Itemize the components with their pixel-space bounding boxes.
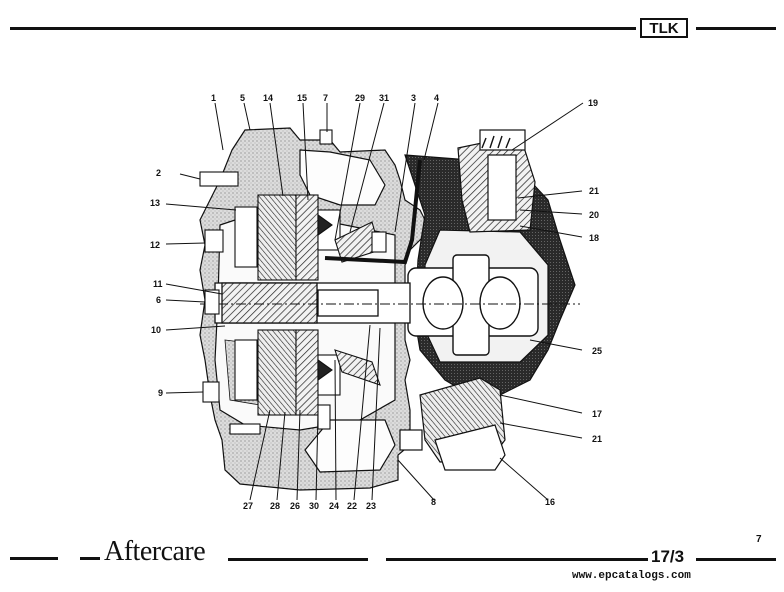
brand-wordmark: Aftercare xyxy=(104,536,206,567)
callout-9: 9 xyxy=(158,388,164,398)
footer-rule-far-right xyxy=(696,558,776,561)
callout-19: 19 xyxy=(588,98,599,108)
brand-logo: TLK xyxy=(640,18,688,38)
seal-line xyxy=(324,159,422,265)
callout-4: 4 xyxy=(434,93,440,103)
page-number: 17/3 xyxy=(651,547,685,566)
callout-15: 15 xyxy=(297,93,308,103)
callout-21-upper: 21 xyxy=(589,186,600,196)
callout-26: 26 xyxy=(290,501,301,511)
footer-rule-left-b xyxy=(80,557,100,560)
watermark: www.epcatalogs.com xyxy=(572,570,691,582)
callout-6: 6 xyxy=(156,295,162,305)
callout-21-lower: 21 xyxy=(592,434,603,444)
callout-28: 28 xyxy=(270,501,281,511)
leader-lines xyxy=(165,102,584,501)
callout-14: 14 xyxy=(263,93,274,103)
lower-shoe xyxy=(399,377,506,471)
callout-20: 20 xyxy=(589,210,600,220)
callout-11: 11 xyxy=(153,279,163,289)
header-rule-left xyxy=(10,27,636,30)
callout-12: 12 xyxy=(150,240,161,250)
callout-1: 1 xyxy=(211,93,217,103)
callout-2: 2 xyxy=(156,168,162,178)
bolts xyxy=(199,129,333,435)
callout-5: 5 xyxy=(240,93,246,103)
footer-rule-middle xyxy=(228,558,368,561)
upper-cylinder xyxy=(457,129,536,233)
callout-17: 17 xyxy=(592,409,603,419)
header-rule-right xyxy=(696,27,776,30)
bearings xyxy=(334,221,387,386)
callout-24: 24 xyxy=(329,501,340,511)
callout-8: 8 xyxy=(431,497,437,507)
callout-10: 10 xyxy=(151,325,162,335)
callout-16: 16 xyxy=(545,497,556,507)
callout-7: 7 xyxy=(323,93,329,103)
callout-3: 3 xyxy=(411,93,417,103)
callout-30: 30 xyxy=(309,501,320,511)
callout-29: 29 xyxy=(355,93,366,103)
callout-23: 23 xyxy=(366,501,377,511)
hub xyxy=(407,254,539,356)
shaft xyxy=(200,282,580,324)
logo-text: TLK xyxy=(649,19,679,37)
callout-13: 13 xyxy=(150,198,161,208)
footer-rule-right xyxy=(386,558,648,561)
callout-25: 25 xyxy=(592,346,603,356)
callout-22: 22 xyxy=(347,501,358,511)
corner-number: 7 xyxy=(756,534,762,545)
callout-27: 27 xyxy=(243,501,254,511)
footer-rule-left-a xyxy=(10,557,58,560)
callout-31: 31 xyxy=(379,93,390,103)
callout-18: 18 xyxy=(589,233,600,243)
